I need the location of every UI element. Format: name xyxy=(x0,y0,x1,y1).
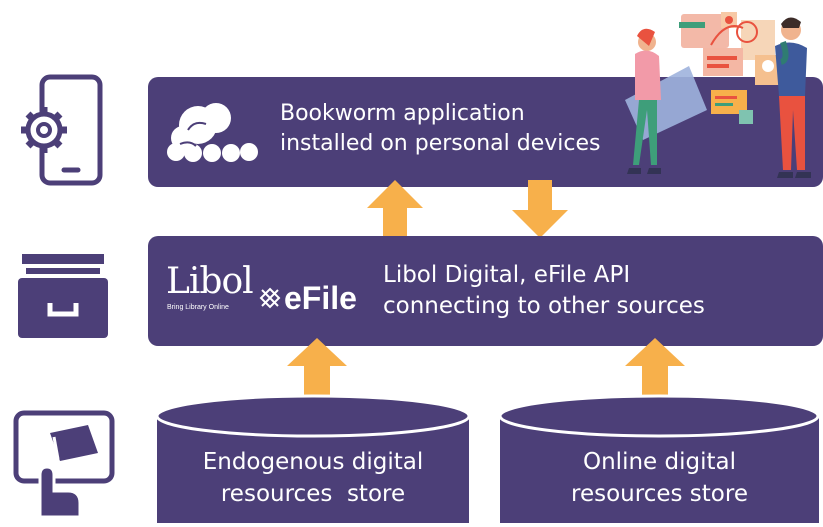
endogenous-store-line1: Endogenous digital xyxy=(202,449,424,475)
libol-tagline: Bring Library Online xyxy=(167,304,229,311)
arrow-down-to-api xyxy=(512,180,568,238)
arrow-up-to-app xyxy=(367,180,423,238)
arrow-up-from-endogenous xyxy=(287,338,347,396)
api-layer-line1: Libol Digital, eFile API xyxy=(383,262,631,288)
endogenous-store-cylinder xyxy=(155,394,471,523)
online-store-cylinder xyxy=(498,394,821,523)
cloud-icon xyxy=(166,100,261,162)
api-layer xyxy=(148,236,823,346)
endogenous-store-line2: resources store xyxy=(220,481,406,507)
libol-logo: Libol xyxy=(166,261,254,302)
online-store-line1: Online digital xyxy=(583,449,736,475)
online-store-line2: resources store xyxy=(571,481,748,507)
tablet-book-touch-icon xyxy=(10,405,120,520)
arrow-up-from-online xyxy=(625,338,685,396)
efile-logo-icon xyxy=(259,287,281,309)
mobile-settings-icon xyxy=(14,74,114,189)
app-layer xyxy=(148,77,823,187)
archive-drawer-icon xyxy=(14,248,114,343)
people-with-device-illustration xyxy=(603,0,823,180)
efile-logo: eFile xyxy=(284,280,357,316)
app-layer-line2: installed on personal devices xyxy=(280,131,601,156)
app-layer-line1: Bookworm application xyxy=(280,101,525,126)
api-layer-line2: connecting to other sources xyxy=(383,293,705,319)
